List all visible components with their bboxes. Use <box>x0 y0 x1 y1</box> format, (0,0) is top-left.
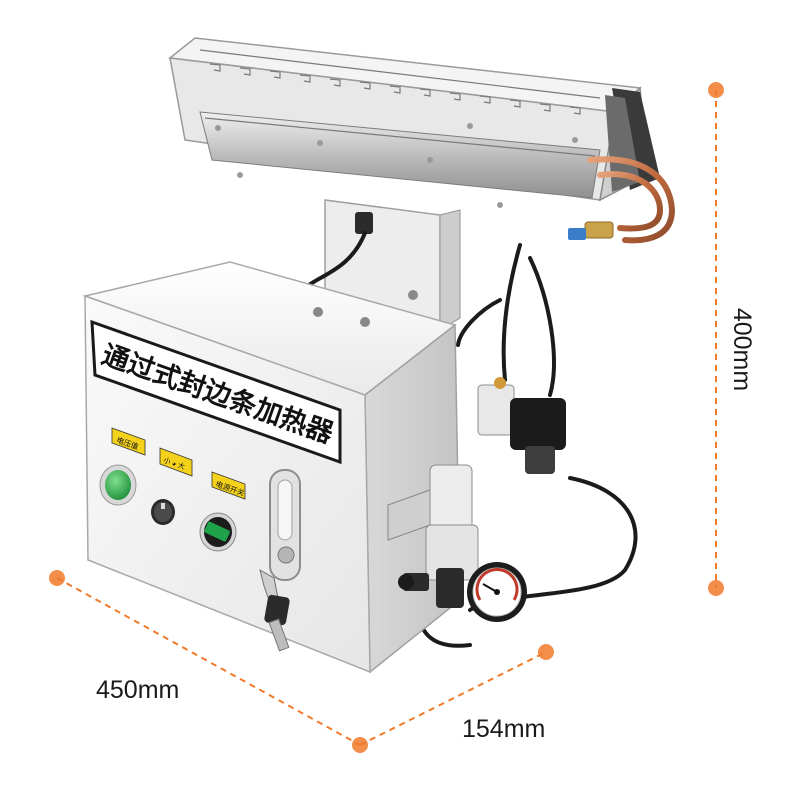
dimension-width-label: 450mm <box>96 676 180 704</box>
dimension-depth-label: 154mm <box>462 715 546 743</box>
voltage-label: 电压值 <box>111 427 146 456</box>
speed-knob[interactable] <box>151 499 175 525</box>
dimension-height-label: 400mm <box>728 307 757 392</box>
power-switch[interactable] <box>199 512 237 552</box>
speed-label: 小 ◕ 大 <box>159 447 193 477</box>
dimension-height-marker <box>708 82 724 596</box>
dimension-depth-marker <box>359 644 554 746</box>
copper-pipes <box>587 156 676 244</box>
pattern-strip <box>199 49 601 157</box>
voltage-indicator-light <box>99 464 137 506</box>
door-latch[interactable] <box>269 469 301 581</box>
pressure-gauge-icon <box>467 562 527 622</box>
heater-bar <box>168 37 660 208</box>
brass-fittings <box>568 221 614 240</box>
screws <box>215 123 578 208</box>
filter-regulator <box>387 464 479 608</box>
solenoid-valve-icon <box>477 377 566 474</box>
key-icon <box>259 568 290 652</box>
